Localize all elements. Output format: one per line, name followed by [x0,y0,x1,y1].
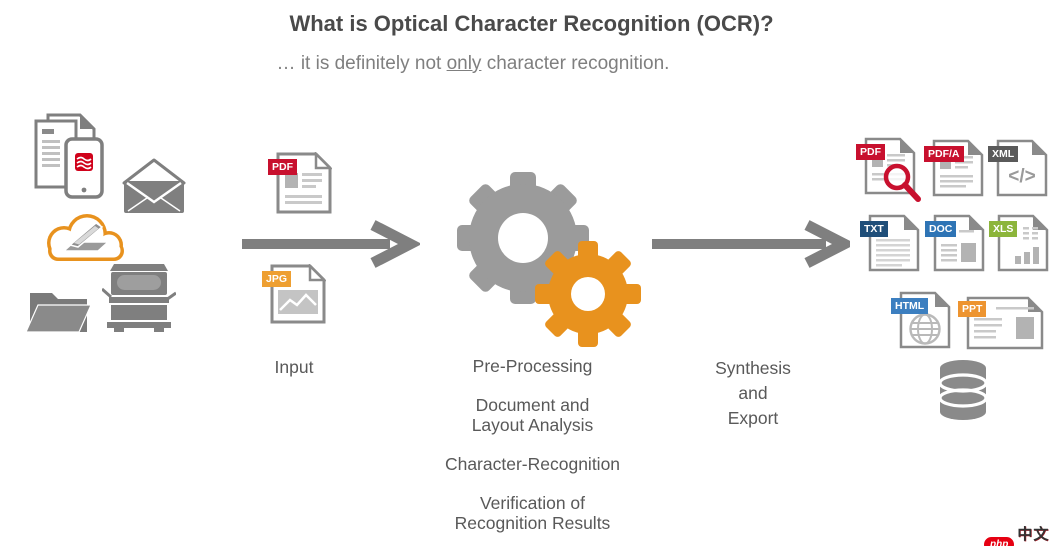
ppt-badge: PPT [958,301,987,317]
xml-badge: XML [988,146,1019,162]
php-logo-badge: php [984,536,1015,546]
step-character-recognition: Character-Recognition [444,454,621,474]
txt-badge: TXT [860,221,888,237]
office-copier-icon [102,264,176,332]
cloud-scanner-icon [47,214,124,261]
input-pdf-file-icon: PDF [268,150,334,219]
output-ppt-icon: PPT [958,296,1044,355]
doc-badge: DOC [925,221,957,237]
html-badge: HTML [891,298,929,314]
gears-icon [457,172,641,347]
page-subtitle: … it is definitely not only character re… [0,53,946,75]
step-document-layout-analysis: Document and Layout Analysis [471,395,594,435]
output-xml-icon: </> XML [988,139,1048,202]
output-txt-icon: TXT [860,214,920,277]
step-verification: Verification of Recognition Results [454,493,611,533]
subtitle-prefix: … it is definitely not [276,53,447,74]
stacked-documents-phone-icon [34,113,104,199]
ppt-slide-glyph [966,296,1044,350]
synthesis-export-label: Synthesis and Export [715,358,791,428]
jpg-badge: JPG [262,271,292,287]
export-arrow-icon [652,220,850,268]
process-steps: Pre-Processing Document and Layout Analy… [400,356,665,533]
pdf-out-badge: PDF [856,144,885,160]
pdfa-badge: PDF/A [924,146,964,162]
output-pdfa-icon: PDF/A [924,139,984,202]
output-xls-icon: XLS [989,214,1049,277]
envelope-icon [122,158,186,213]
watermark-text: 中文网 [1017,526,1050,543]
open-folder-icon [26,293,92,333]
step-preprocessing: Pre-Processing [472,356,593,376]
input-jpg-file-icon: JPG [262,262,328,329]
input-arrow-icon [242,220,420,268]
xml-code-glyph: </> [1008,166,1035,187]
watermark: php 中文网 [984,523,1063,546]
output-doc-icon: DOC [925,214,985,277]
subtitle-underlined-word: only [446,53,482,74]
input-label: Input [274,357,314,377]
subtitle-suffix: character recognition. [481,53,670,74]
output-pdf-search-icon: PDF [856,137,930,218]
xls-badge: XLS [989,221,1018,237]
output-html-icon: HTML [891,291,951,354]
database-icon [938,360,988,420]
page-title: What is Optical Character Recognition (O… [289,11,774,36]
pdf-badge: PDF [268,159,297,175]
